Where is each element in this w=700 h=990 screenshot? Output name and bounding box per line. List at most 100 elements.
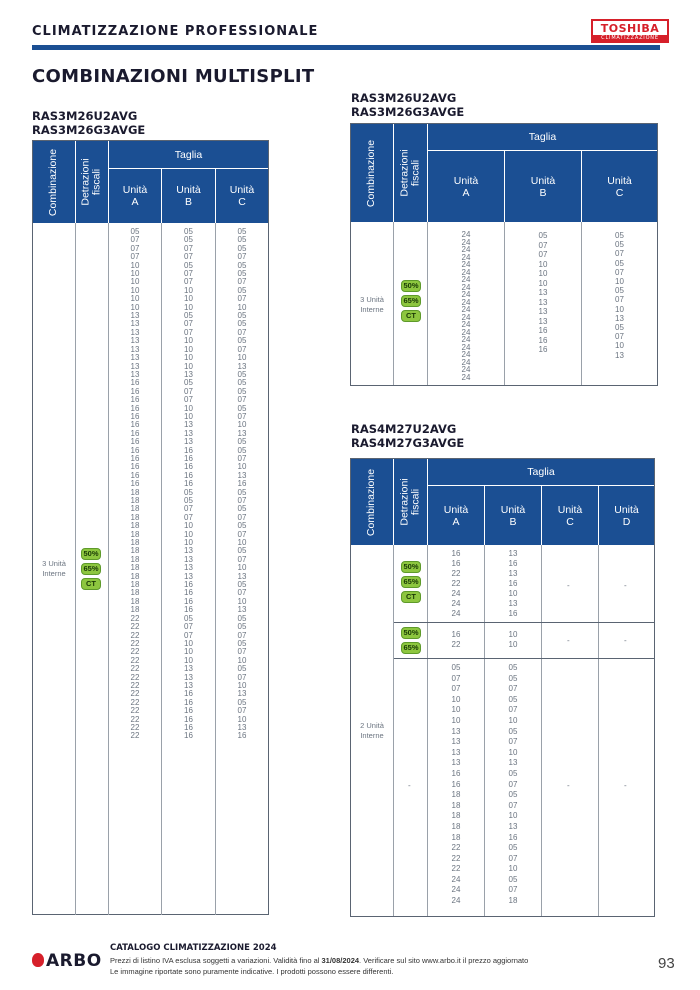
table-cell: 05 — [237, 235, 247, 245]
table-cell: 10 — [508, 811, 518, 821]
table-cell: 24 — [451, 589, 461, 598]
table-cell: 05 — [237, 638, 247, 648]
table-cell: 22 — [130, 689, 140, 699]
table-cell: 10 — [508, 747, 518, 757]
table-cell: 24 — [461, 342, 471, 352]
table-cell: 13 — [130, 369, 140, 379]
table-cell: 05 — [184, 311, 193, 321]
table-cell: 16 — [184, 605, 193, 615]
table2-model-1: RAS3M26U2AVG — [351, 91, 457, 105]
table-cell: 07 — [538, 240, 548, 250]
table-cell: 22 — [451, 579, 461, 588]
table-cell: 05 — [237, 664, 247, 674]
table-cell: 13 — [130, 336, 140, 346]
table-cell: 10 — [130, 260, 140, 270]
table3-model-2: RAS4M27G3AVGE — [351, 436, 465, 450]
table-cell: 18 — [130, 538, 140, 548]
table-cell: 16 — [184, 689, 193, 699]
table-cell: 16 — [184, 596, 193, 606]
table-cell: 18 — [451, 811, 461, 821]
table-cell: 24 — [461, 245, 471, 254]
table-cell: 07 — [237, 554, 247, 564]
table-cell: 16 — [451, 779, 461, 789]
table-cell: 22 — [451, 853, 461, 863]
table-cell: 10 — [184, 344, 193, 354]
table-cell: 24 — [461, 320, 471, 329]
table-cell: 13 — [130, 327, 140, 337]
table-cell: 13 — [237, 689, 247, 699]
table-cell: 18 — [451, 832, 461, 842]
table-cell: 10 — [237, 538, 247, 548]
table-cell: 16 — [184, 714, 193, 724]
table-cell: 18 — [130, 580, 140, 590]
table-cell: 10 — [508, 589, 518, 598]
table-cell: 07 — [508, 779, 518, 789]
table-cell: 10 — [184, 285, 193, 295]
table-cell: 07 — [184, 252, 193, 262]
table-cell: 07 — [184, 243, 193, 253]
table-cell: 22 — [130, 664, 140, 674]
table-cell: 10 — [451, 715, 461, 725]
table-cell: 24 — [461, 290, 471, 299]
table-cell: 10 — [184, 294, 193, 304]
table-cell: 07 — [237, 277, 247, 287]
table3-group1-badges: 50% 65% CT — [401, 561, 423, 606]
table-cell: 13 — [130, 311, 140, 321]
table-cell: 18 — [130, 546, 140, 556]
table-cell: 16 — [130, 437, 140, 447]
table-cell: 16 — [508, 559, 518, 568]
table-cell: 24 — [461, 275, 471, 284]
table-cell: 18 — [130, 529, 140, 539]
table-cell: 07 — [615, 332, 624, 342]
table1-model-1: RAS3M26U2AVG — [32, 109, 138, 123]
table-cell: 05 — [615, 323, 624, 333]
table-cell: 16 — [184, 580, 193, 590]
table-cell: 07 — [451, 673, 461, 683]
table-cell: 10 — [538, 278, 548, 288]
table-cell: 16 — [451, 559, 461, 568]
table3-group2-c-empty: - — [567, 636, 570, 645]
table-cell: 10 — [538, 269, 548, 278]
table-cell: 18 — [130, 504, 140, 514]
table-cell: 16 — [130, 395, 140, 405]
table-cell: 10 — [184, 538, 193, 548]
table-cell: 07 — [184, 504, 193, 514]
table-cell: 07 — [237, 512, 247, 522]
table-cell: 07 — [184, 269, 193, 279]
table-cell: 16 — [130, 386, 140, 396]
table-cell: 13 — [508, 599, 518, 608]
table-cell: 10 — [130, 269, 140, 279]
table-cell: 10 — [615, 277, 624, 287]
table-cell: 07 — [184, 630, 193, 640]
table-cell: 24 — [461, 282, 471, 292]
table-cell: 05 — [615, 231, 624, 240]
table-cell: 18 — [130, 496, 140, 505]
table-cell: 10 — [508, 640, 518, 649]
table-cell: 05 — [451, 663, 461, 672]
table-cell: 16 — [184, 697, 193, 707]
table-cell: 13 — [184, 437, 193, 447]
table3-group1-d-empty: - — [624, 581, 627, 590]
table-cell: 10 — [184, 361, 193, 371]
table-cell: 05 — [508, 726, 518, 736]
table1-model-2: RAS3M26G3AVGE — [32, 123, 146, 137]
table-cell: 10 — [237, 655, 247, 665]
table3-divider — [393, 545, 394, 916]
table-cell: 16 — [130, 420, 140, 430]
table-cell: 10 — [184, 521, 193, 531]
brand-name: TOSHIBA — [600, 22, 660, 35]
table-cell: 07 — [130, 235, 140, 245]
table-cell: 07 — [237, 706, 247, 716]
table-cell: 16 — [130, 403, 140, 413]
table-cell: 13 — [184, 664, 193, 674]
table-cell: 16 — [184, 479, 193, 489]
table2-divider — [581, 222, 582, 385]
table-cell: 05 — [237, 403, 247, 413]
table-cell: 05 — [237, 437, 247, 447]
table-cell: 10 — [237, 462, 247, 472]
table-cell: 05 — [508, 768, 518, 778]
table-cell: 10 — [184, 336, 193, 346]
